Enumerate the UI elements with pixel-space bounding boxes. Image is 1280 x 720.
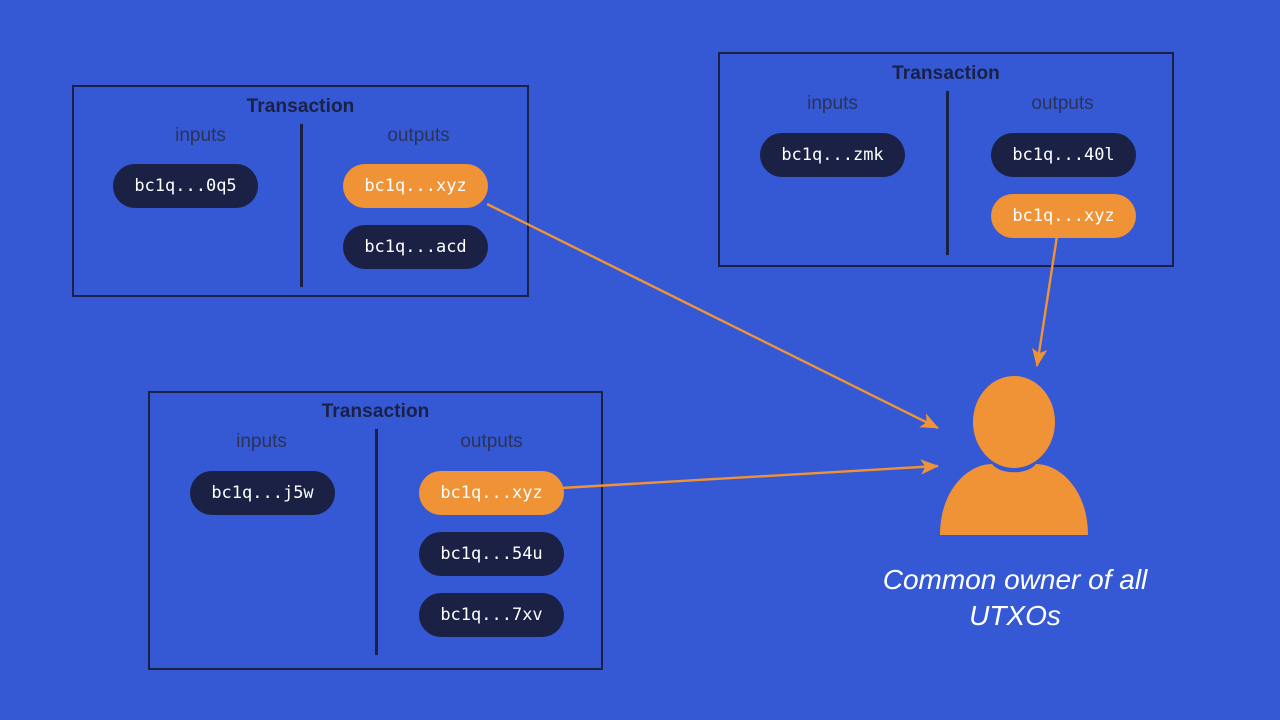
io-divider: [946, 91, 949, 255]
input-pill[interactable]: bc1q...zmk: [760, 133, 905, 177]
output-pill[interactable]: bc1q...40l: [991, 133, 1136, 177]
arrow-tx-bottom-left-to-owner: [560, 459, 939, 490]
outputs-label: outputs: [460, 431, 523, 452]
inputs-label: inputs: [807, 93, 858, 114]
person-body-icon: [940, 464, 1088, 535]
input-pill[interactable]: bc1q...0q5: [113, 164, 258, 208]
transaction-box-bottom-left: Transaction inputs outputs bc1q...j5w bc…: [148, 391, 603, 670]
transaction-title: Transaction: [892, 63, 1000, 84]
person-head-icon: [973, 376, 1055, 468]
inputs-label: inputs: [236, 431, 287, 452]
outputs-label: outputs: [1031, 93, 1094, 114]
output-pill[interactable]: bc1q...54u: [419, 532, 564, 576]
transaction-box-top-right: Transaction inputs outputs bc1q...zmk bc…: [718, 52, 1174, 267]
output-pill-highlighted[interactable]: bc1q...xyz: [419, 471, 564, 515]
io-divider: [375, 429, 378, 655]
output-pill[interactable]: bc1q...7xv: [419, 593, 564, 637]
transaction-box-top-left: Transaction inputs outputs bc1q...0q5 bc…: [72, 85, 529, 297]
io-divider: [300, 124, 303, 287]
transaction-title: Transaction: [321, 401, 430, 422]
output-pill-highlighted[interactable]: bc1q...xyz: [991, 194, 1136, 238]
transaction-title: Transaction: [246, 96, 355, 117]
input-pill[interactable]: bc1q...j5w: [190, 471, 335, 515]
inputs-label: inputs: [175, 125, 226, 146]
person-icon: [940, 376, 1088, 535]
output-pill-highlighted[interactable]: bc1q...xyz: [343, 164, 488, 208]
outputs-label: outputs: [387, 125, 450, 146]
output-pill[interactable]: bc1q...acd: [343, 225, 488, 269]
owner-caption: Common owner of all UTXOs: [882, 564, 1148, 631]
